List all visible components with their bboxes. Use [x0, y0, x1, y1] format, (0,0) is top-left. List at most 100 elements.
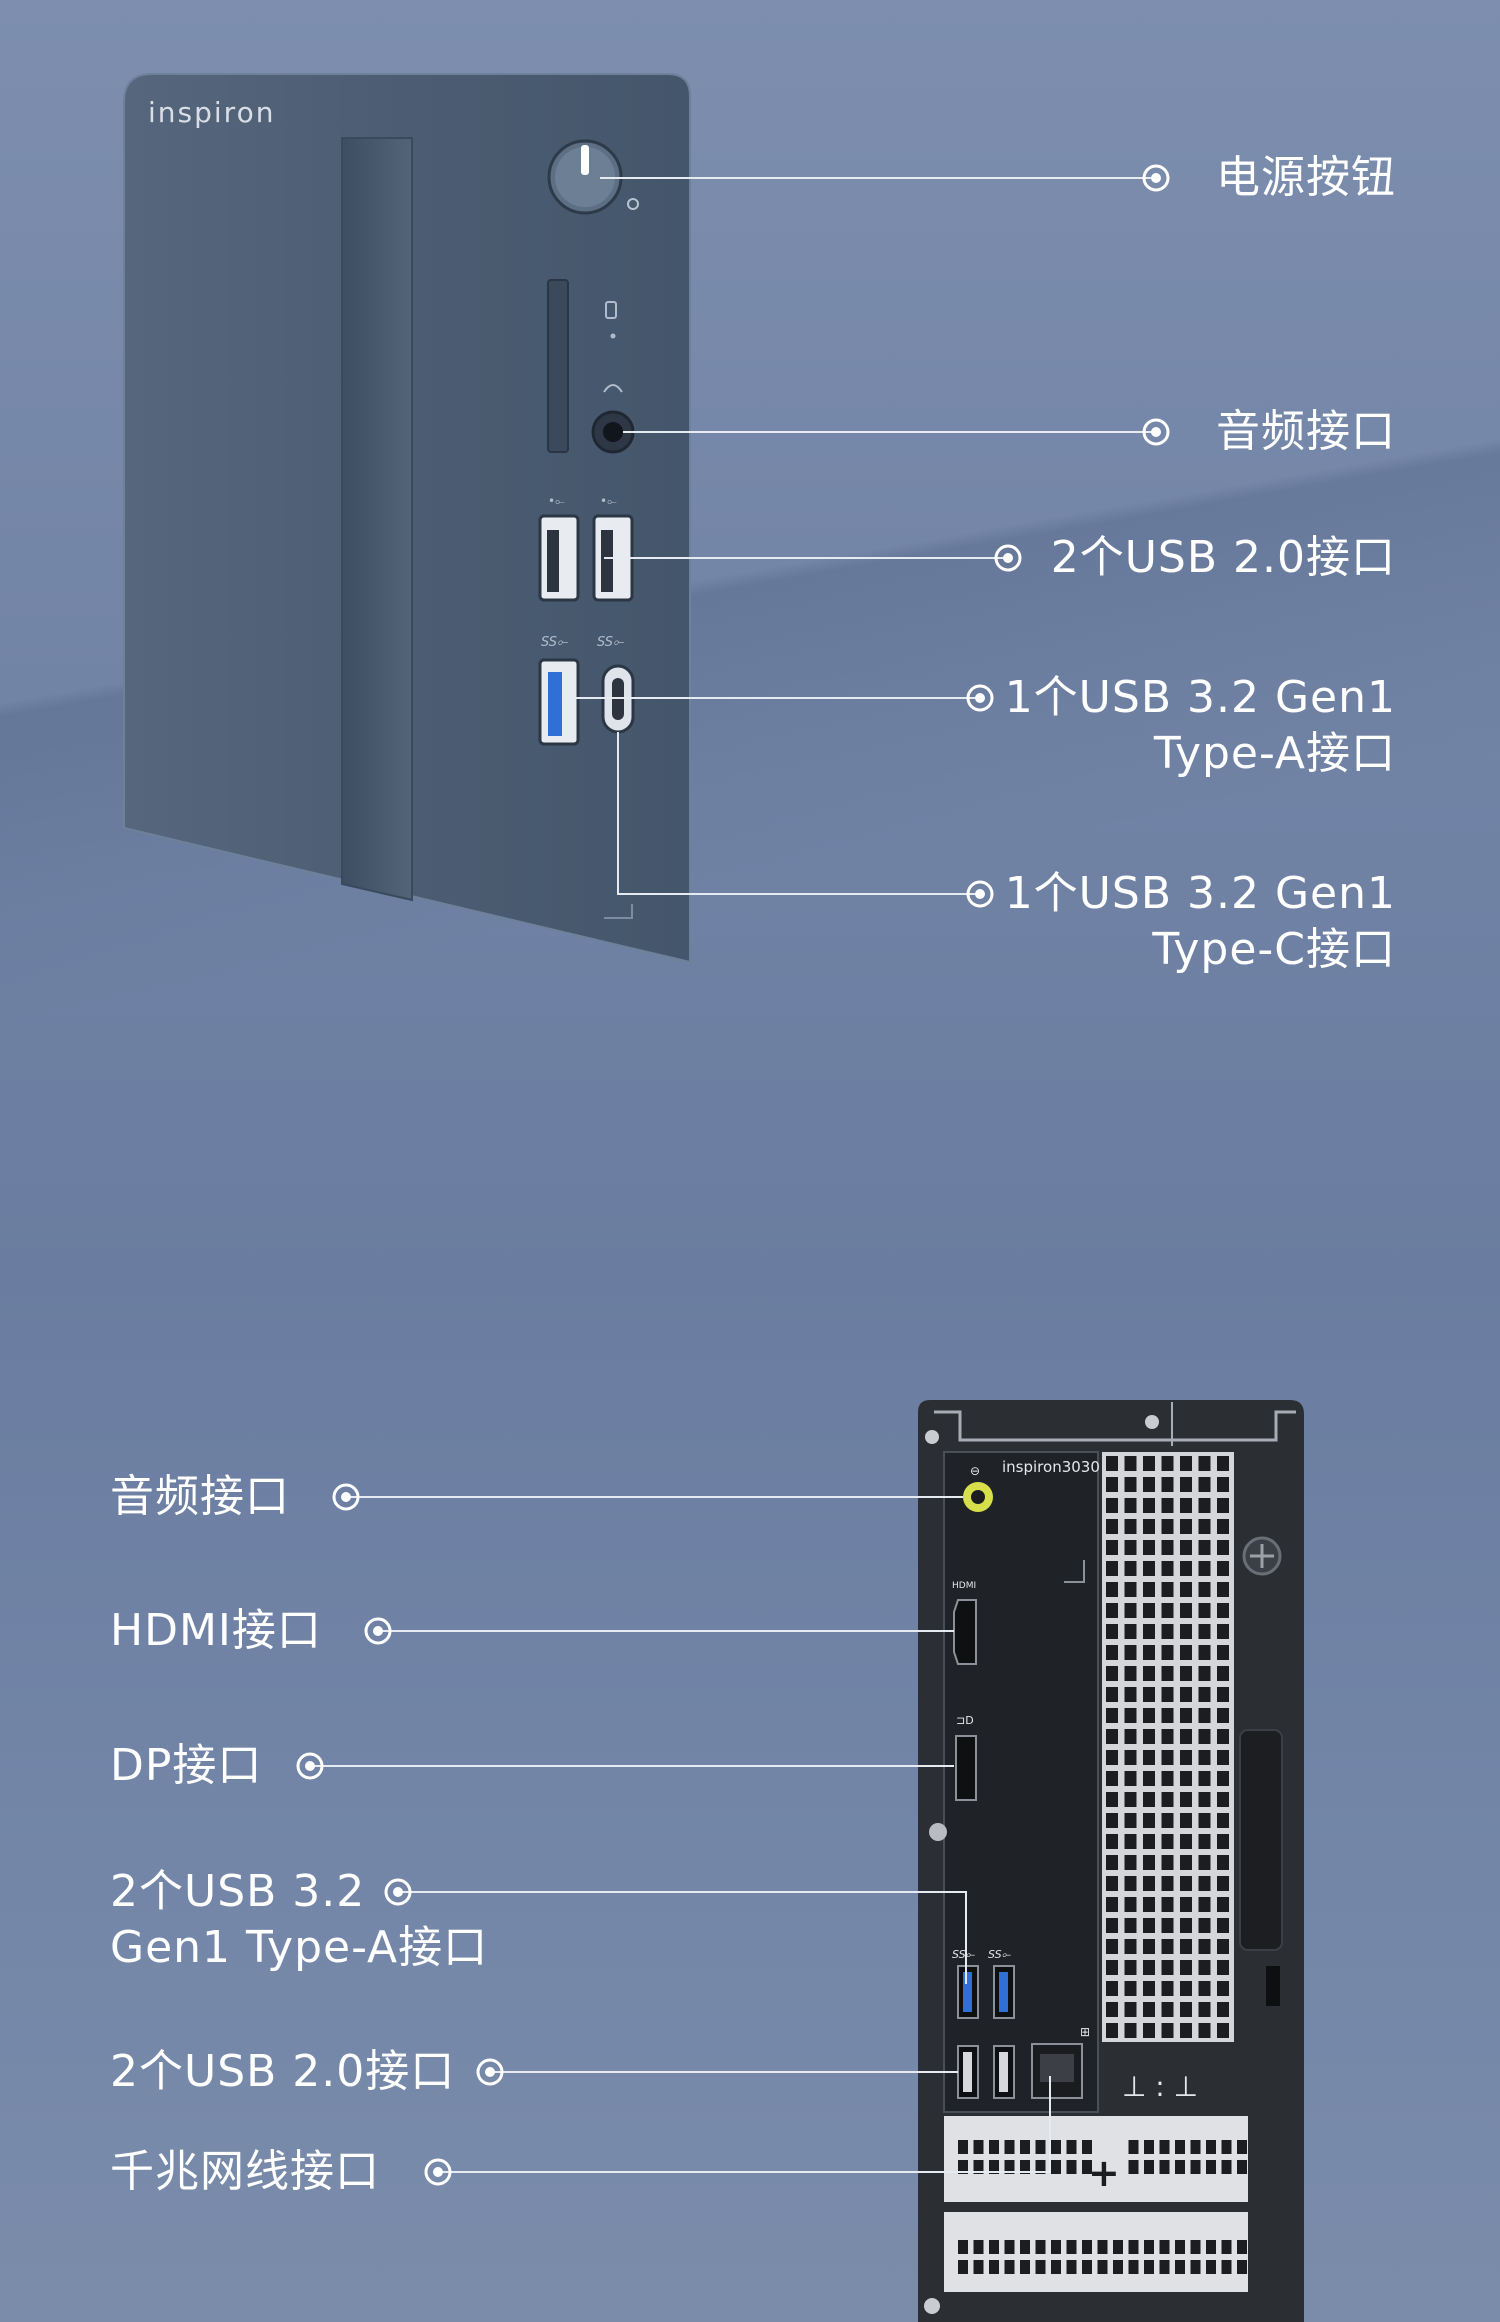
- vent-hole: [1161, 1519, 1174, 1534]
- vent-hole: [1143, 1687, 1155, 1702]
- rear-callout-audio: 音频接口: [110, 1469, 290, 1525]
- svg-text:•⟜: •⟜: [548, 494, 565, 508]
- vent-hole: [1124, 1582, 1137, 1597]
- grille-hole: [1004, 2160, 1015, 2174]
- vent-hole: [1143, 1939, 1155, 1954]
- grille-hole: [989, 2240, 999, 2254]
- vent-hole: [1124, 1540, 1137, 1555]
- callout-label-line1: 1个USB 3.2 Gen1: [1004, 672, 1396, 723]
- vent-hole: [1198, 1876, 1211, 1891]
- vent-hole: [1198, 1477, 1211, 1492]
- grille-hole: [1066, 2240, 1077, 2254]
- vent-hole: [1180, 1729, 1192, 1744]
- vent-hole: [1180, 1834, 1192, 1849]
- vent-hole: [1180, 1876, 1192, 1891]
- vent-hole: [1106, 1918, 1118, 1933]
- vent-hole: [1124, 1645, 1137, 1660]
- grille-hole: [973, 2140, 984, 2154]
- vent-hole: [1106, 1897, 1118, 1912]
- vent-hole: [1198, 1729, 1211, 1744]
- grille-hole: [1020, 2160, 1030, 2174]
- vent-hole: [1198, 1834, 1211, 1849]
- vent-hole: [1180, 1645, 1192, 1660]
- vent-hole: [1106, 1981, 1118, 1996]
- vent-hole: [1180, 1750, 1192, 1765]
- vent-hole: [1161, 1582, 1174, 1597]
- vent-hole: [1217, 1813, 1229, 1828]
- vent-hole: [1180, 1561, 1192, 1576]
- rear-vent-grid: [1102, 1452, 1234, 2042]
- vent-hole: [1161, 2002, 1174, 2017]
- vent-hole: [1198, 1498, 1211, 1513]
- grille-hole: [1190, 2140, 1201, 2154]
- vent-hole: [1217, 1897, 1229, 1912]
- vent-hole: [1217, 1750, 1229, 1765]
- vent-hole: [1143, 1645, 1155, 1660]
- vent-hole: [1124, 2023, 1137, 2038]
- svg-text:⊐D: ⊐D: [956, 1714, 974, 1727]
- vent-hole: [1198, 1708, 1211, 1723]
- vent-hole: [1161, 1561, 1174, 1576]
- vent-hole: [1124, 1729, 1137, 1744]
- front-usb3-type-a-icon: SS⟜: [538, 635, 580, 746]
- callout-label: 2个USB 2.0接口: [1050, 532, 1396, 583]
- grille-hole: [973, 2160, 984, 2174]
- vent-hole: [1143, 1519, 1155, 1534]
- rear-callout-usb2: 2个USB 2.0接口: [110, 2044, 455, 2100]
- vent-hole: [1198, 1897, 1211, 1912]
- svg-text:SS⟜: SS⟜: [952, 1948, 976, 1961]
- grille-hole: [1175, 2260, 1185, 2274]
- vent-hole: [1180, 1666, 1192, 1681]
- grille-hole: [989, 2140, 999, 2154]
- grille-hole: [1206, 2240, 1216, 2254]
- grille-hole: [1159, 2260, 1170, 2274]
- rear-callout-usb3: 2个USB 3.2 Gen1 Type-A接口: [110, 1864, 488, 1976]
- rear-callout-lines: [310, 1496, 1051, 2173]
- vent-hole: [1180, 1519, 1192, 1534]
- front-callout-dots: [966, 164, 1170, 908]
- vent-hole: [1124, 1771, 1137, 1786]
- grille-hole: [958, 2260, 968, 2274]
- vent-hole: [1161, 1939, 1174, 1954]
- vent-hole: [1106, 1645, 1118, 1660]
- grille-hole: [958, 2160, 968, 2174]
- vent-hole: [1161, 1456, 1174, 1471]
- power-button-icon: [547, 139, 639, 215]
- callout-label-line1: 1个USB 3.2 Gen1: [1004, 868, 1396, 919]
- rear-callout-ethernet: 千兆网线接口: [110, 2144, 380, 2200]
- vent-hole: [1106, 1813, 1118, 1828]
- grille-hole: [1128, 2240, 1139, 2254]
- svg-text:SS⟜: SS⟜: [988, 1948, 1012, 1961]
- grille-hole: [1035, 2260, 1046, 2274]
- callout-label: 音频接口: [1216, 406, 1396, 457]
- vent-hole: [1198, 1855, 1211, 1870]
- grille-hole: [1159, 2140, 1170, 2154]
- vent-hole: [1217, 1561, 1229, 1576]
- grille-hole: [1221, 2260, 1232, 2274]
- vent-hole: [1180, 1918, 1192, 1933]
- vent-hole: [1161, 1792, 1174, 1807]
- vent-hole: [1161, 1645, 1174, 1660]
- vent-hole: [1180, 2023, 1192, 2038]
- vent-hole: [1161, 1540, 1174, 1555]
- vent-hole: [1124, 1834, 1137, 1849]
- vent-hole: [1124, 1603, 1137, 1618]
- vent-hole: [1217, 1666, 1229, 1681]
- grille-hole: [1113, 2240, 1123, 2254]
- hdmi-port-icon: HDMI: [952, 1581, 977, 1665]
- vent-hole: [1217, 2023, 1229, 2038]
- vent-hole: [1198, 1687, 1211, 1702]
- vent-hole: [1143, 2023, 1155, 2038]
- vent-hole: [1124, 1708, 1137, 1723]
- rear-callout-hdmi: HDMI接口: [110, 1603, 322, 1659]
- vent-hole: [1217, 1960, 1229, 1975]
- front-callout-usb3-type-c: 1个USB 3.2 Gen1 Type-C接口: [1005, 866, 1396, 978]
- vent-hole: [1106, 1939, 1118, 1954]
- vent-hole: [1217, 1540, 1229, 1555]
- vent-hole: [1217, 2002, 1229, 2017]
- grille-hole: [1004, 2140, 1015, 2154]
- grille-hole: [1082, 2160, 1092, 2174]
- vent-hole: [1143, 1561, 1155, 1576]
- callout-label: 2个USB 2.0接口: [110, 2046, 456, 2097]
- vent-hole: [1180, 1981, 1192, 1996]
